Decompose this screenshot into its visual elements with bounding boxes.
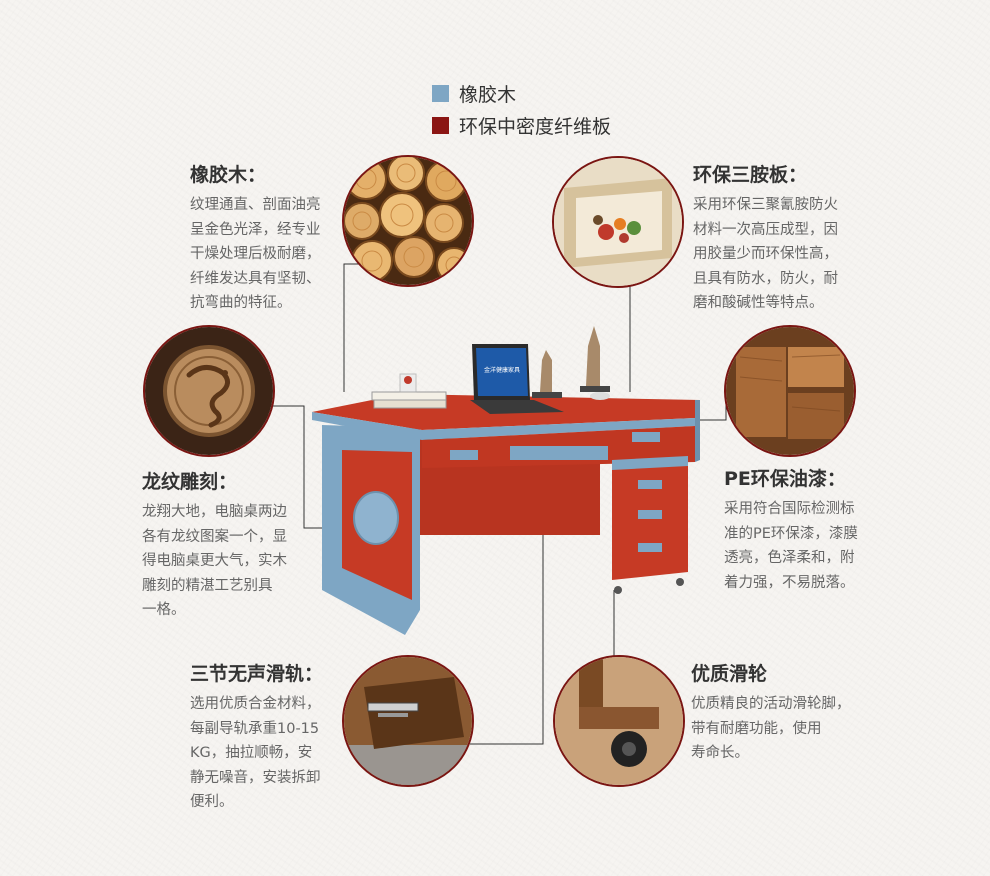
feature-caster: 优质滑轮 优质精良的活动滑轮脚， 带有耐磨功能，使用 寿命长。 (691, 659, 851, 766)
pedestal-top-edge (612, 456, 688, 470)
legend-item-mdf: 环保中密度纤维板 (432, 112, 611, 138)
feature-description: 采用环保三聚氰胺防火 材料一次高压成型，因 用胶量少而环保性高， 且具有防水，防… (693, 197, 838, 311)
dragon-carving-icon (143, 325, 275, 457)
caster-wheel (614, 586, 622, 594)
legend-swatch-blue (432, 84, 449, 102)
glass-contents (404, 376, 412, 384)
legend-label: 环保中密度纤维板 (459, 115, 612, 138)
laptop-screen-text: 金洋健康家具 (484, 366, 520, 374)
laptop-display (476, 348, 528, 396)
feature-description: 优质精良的活动滑轮脚， 带有耐磨功能，使用 寿命长。 (691, 696, 851, 761)
feature-title: PE环保油漆： (724, 468, 846, 490)
drawer-handle (510, 446, 608, 460)
feature-melamine: 环保三胺板： 采用环保三聚氰胺防火 材料一次高压成型，因 用胶量少而环保性高， … (693, 160, 838, 316)
material-legend: 橡胶木 环保中密度纤维板 (432, 80, 611, 144)
feature-title: 优质滑轮 (691, 663, 768, 685)
deer-figurine (532, 326, 610, 398)
feature-description: 龙翔大地，电脑桌两边 各有龙纹图案一个，显 得电脑桌更大气，实木 雕刻的精湛工艺… (142, 504, 287, 618)
dragon-medallion (353, 491, 399, 545)
feature-pe-paint: PE环保油漆： 采用符合国际检测标 准的PE环保漆，漆膜 透亮，色泽柔和，附 着… (724, 464, 858, 595)
feature-description: 纹理通直、剖面油亮 呈金色光泽，经专业 干燥处理后极耐磨， 纤维发达具有坚韧、 … (190, 197, 321, 311)
pedestal-handle (638, 480, 662, 489)
desk-illustration: 金洋健康家具 (312, 326, 700, 635)
feature-dragon: 龙纹雕刻： 龙翔大地，电脑桌两边 各有龙纹图案一个，显 得电脑桌更大气，实木 雕… (142, 467, 287, 623)
book (371, 391, 447, 401)
laptop-keyboard (470, 400, 564, 414)
book (373, 399, 447, 409)
legend-swatch-red (432, 116, 449, 134)
feature-title: 三节无声滑轨： (190, 663, 324, 685)
wood-corner-icon (724, 325, 856, 457)
pedestal-handle (638, 510, 662, 519)
caster-wheel-icon (553, 655, 685, 787)
caster-wheel (676, 578, 684, 586)
wood-logs-icon (342, 155, 474, 287)
feature-title: 龙纹雕刻： (142, 471, 238, 493)
feature-rubberwood: 橡胶木： 纹理通直、剖面油亮 呈金色光泽，经专业 干燥处理后极耐磨， 纤维发达具… (190, 160, 321, 316)
slide-rail-icon (342, 655, 474, 787)
desk-right-edge (695, 400, 700, 462)
pedestal-handle (638, 543, 662, 552)
feature-title: 环保三胺板： (693, 164, 808, 186)
legend-label: 橡胶木 (459, 83, 517, 106)
feature-title: 橡胶木： (190, 164, 267, 186)
drawer-handle (450, 450, 478, 460)
drawer-interior-icon (552, 156, 684, 288)
feature-slide-rail: 三节无声滑轨： 选用优质合金材料， 每副导轨承重10-15 KG，抽拉顺畅，安 … (190, 659, 323, 815)
feature-description: 采用符合国际检测标 准的PE环保漆，漆膜 透亮，色泽柔和，附 着力强，不易脱落。 (724, 501, 858, 591)
saucer (590, 392, 610, 400)
drawer-handle (632, 432, 660, 442)
legend-item-rubberwood: 橡胶木 (432, 80, 611, 106)
desk-top-edge (312, 412, 695, 440)
feature-description: 选用优质合金材料， 每副导轨承重10-15 KG，抽拉顺畅，安 静无噪音，安装拆… (190, 696, 321, 810)
line-rail (470, 465, 544, 745)
